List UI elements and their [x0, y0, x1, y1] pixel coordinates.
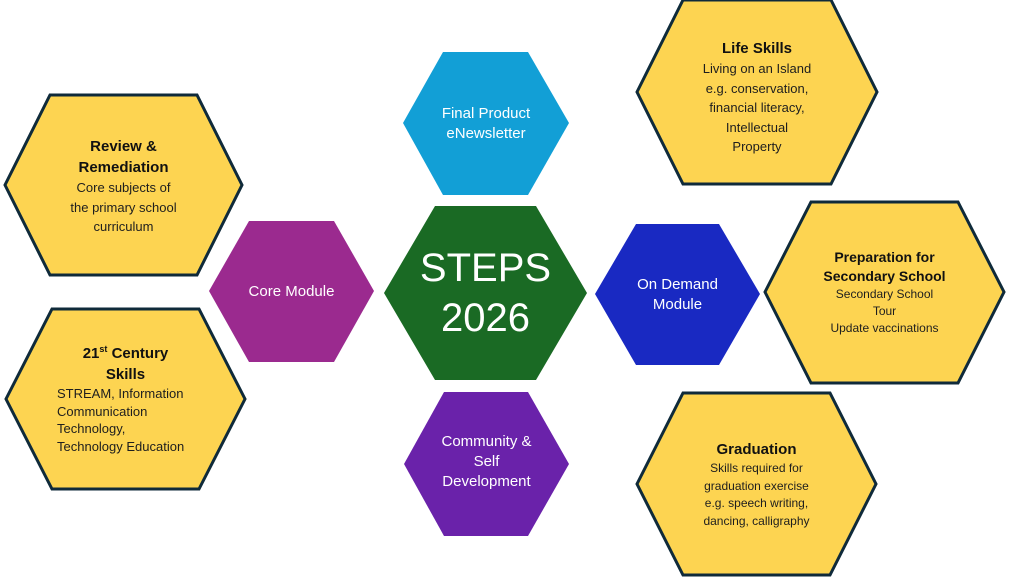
hex-final-product	[403, 52, 569, 195]
topic-title: Graduation	[716, 441, 797, 458]
center-label: STEPS 2026	[384, 206, 587, 380]
topic-body: STREAM, Information	[57, 386, 184, 401]
topic-body: Living on an Island	[702, 61, 812, 76]
topic-body: Property	[732, 139, 782, 154]
topic-life-skills: Life Skills Living on an Island e.g. con…	[637, 0, 877, 184]
center-title-line2: 2026	[441, 296, 530, 340]
module-on-demand: On Demand Module	[595, 224, 760, 365]
hex-core-module	[209, 221, 374, 362]
topic-body-block: STREAM, Information Communication Techno…	[57, 385, 184, 455]
topic-title: Review &	[90, 138, 157, 155]
topic-title: Secondary School	[823, 268, 946, 284]
module-final-product-line2: eNewsletter	[446, 124, 526, 142]
topic-title: Remediation	[78, 159, 169, 176]
title-prefix: 21	[82, 345, 100, 362]
topic-review-remediation: Review & Remediation Core subjects of th…	[5, 95, 242, 275]
topic-body: graduation exercise	[704, 478, 809, 493]
module-community: Community & Self Development	[404, 392, 569, 572]
topic-body: Technology Education	[57, 438, 185, 454]
module-core-module: Core Module	[209, 221, 374, 362]
topic-title: Skills	[105, 366, 146, 383]
topic-body: Core subjects of	[76, 180, 171, 195]
topic-21st-century-skills: 21st Century Skills STREAM, Information …	[6, 309, 245, 489]
module-final-product: Final Product eNewsletter	[403, 52, 569, 195]
title-superscript: st	[99, 344, 108, 354]
module-final-product-line1: Final Product	[441, 104, 531, 122]
hex-review-remediation	[3, 93, 244, 277]
topic-body: Skills required for	[710, 461, 803, 475]
topic-preparation-secondary: Preparation for Secondary School Seconda…	[765, 202, 1004, 383]
topic-graduation: Graduation Skills required for graduatio…	[637, 393, 876, 575]
hex-preparation-secondary	[763, 200, 1006, 385]
module-community-line1: Community &	[441, 433, 532, 450]
topic-body: curriculum	[93, 219, 154, 234]
topic-body: Technology,	[57, 421, 126, 436]
topic-body: the primary school	[70, 199, 177, 215]
hex-on-demand-module	[595, 224, 760, 365]
hex-community	[404, 392, 569, 536]
module-on-demand-line2: Module	[652, 295, 703, 313]
hex-center-steps	[384, 206, 587, 380]
module-community-line3: Development	[442, 473, 531, 490]
module-community-line2: Self	[473, 453, 500, 470]
topic-body: Communication	[57, 403, 148, 419]
topic-title: Preparation for	[834, 249, 935, 265]
topic-title: 21st Century	[83, 343, 169, 364]
topic-body: Intellectual	[725, 119, 789, 135]
topic-body: Tour	[872, 304, 897, 318]
topic-body: dancing, calligraphy	[703, 513, 810, 528]
topic-body: e.g. conservation,	[705, 80, 809, 96]
title-rest: Century	[107, 345, 169, 362]
topic-body: Update vaccinations	[830, 321, 939, 335]
hex-graduation	[635, 391, 878, 577]
center-title-line1: STEPS	[419, 246, 552, 290]
topic-title: Life Skills	[721, 40, 793, 57]
topic-body: financial literacy,	[709, 100, 805, 115]
hex-21st-century-skills	[4, 307, 247, 491]
module-core-module-line1: Core Module	[248, 282, 335, 300]
topic-body: Secondary School	[835, 287, 934, 301]
hex-life-skills	[635, 0, 879, 186]
module-on-demand-line1: On Demand	[637, 275, 718, 293]
topic-body: e.g. speech writing,	[704, 496, 809, 510]
